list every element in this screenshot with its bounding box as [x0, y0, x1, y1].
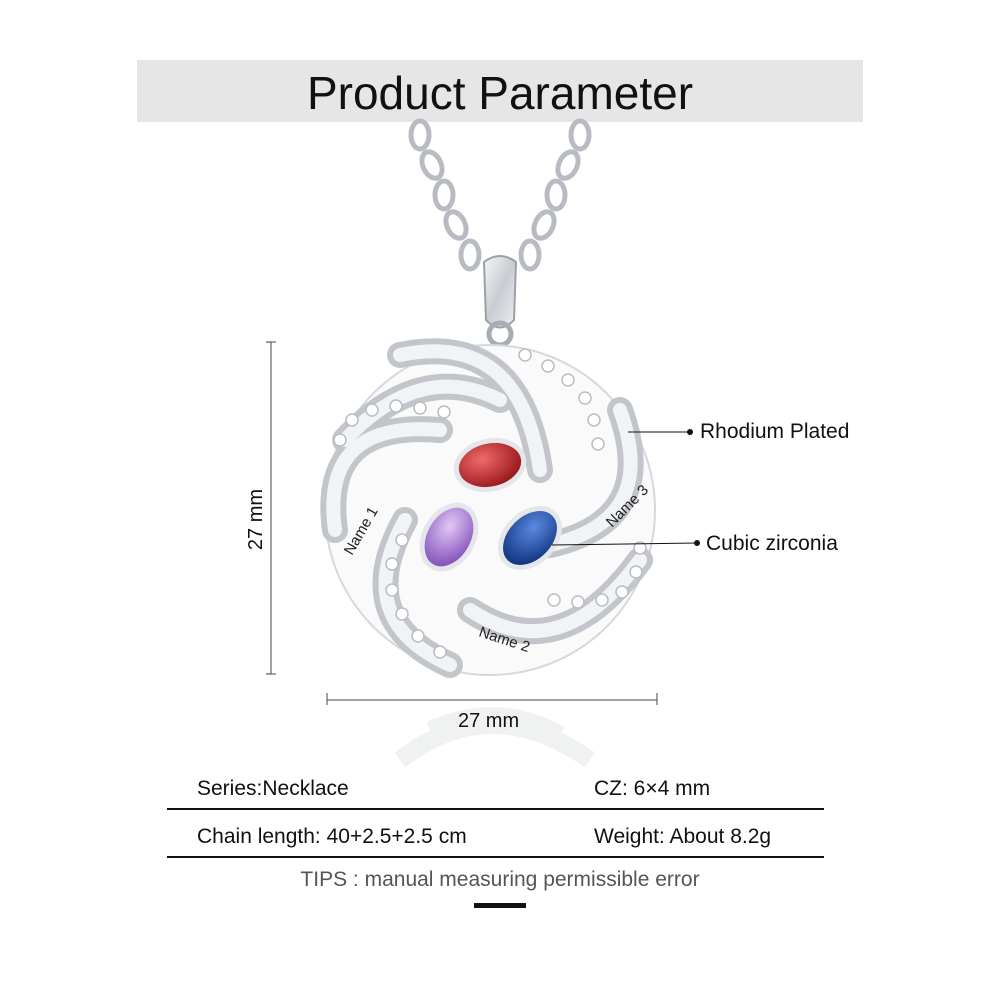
dimension-width: [326, 693, 658, 705]
pendant: [320, 338, 656, 678]
spec-chain-length: Chain length: 40+2.5+2.5 cm: [197, 825, 467, 848]
height-dimension-label: 27 mm: [245, 488, 268, 551]
cubic-zirconia-label: Cubic zirconia: [706, 532, 838, 555]
page-title: Product Parameter: [306, 67, 694, 119]
tips-text: TIPS : manual measuring permissible erro…: [300, 868, 700, 891]
gem-garnet: [453, 437, 527, 493]
chain: [408, 118, 592, 272]
spec-cz: CZ: 6×4 mm: [594, 777, 711, 800]
cz-callout-line: [551, 542, 698, 546]
spec-series: Series:Necklace: [197, 777, 349, 800]
reflection: [394, 707, 596, 768]
title-bar: Product Parameter: [137, 60, 863, 122]
width-dimension-label: 27 mm: [458, 710, 520, 732]
bail: [482, 255, 518, 329]
gem-amethyst: [419, 502, 479, 572]
rhodium-plated-label: Rhodium Plated: [700, 420, 850, 443]
gem-sapphire: [498, 506, 562, 570]
tips-underline: [474, 903, 526, 908]
spec-divider-1: [167, 808, 824, 810]
spec-divider-2: [167, 856, 824, 858]
dimension-height: [266, 341, 276, 675]
spec-weight: Weight: About 8.2g: [594, 825, 772, 848]
